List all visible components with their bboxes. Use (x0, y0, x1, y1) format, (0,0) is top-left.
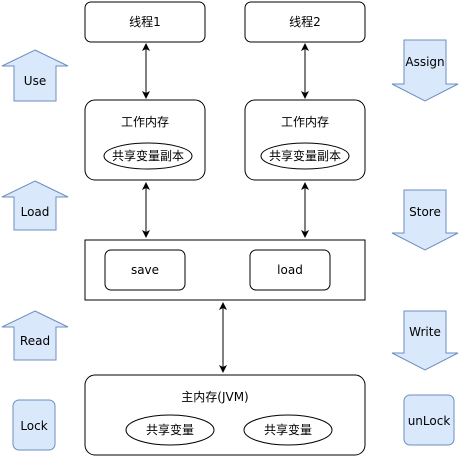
working-memory-2: 工作内存 共享变量副本 (244, 99, 366, 181)
working-memory-1-label: 工作内存 (121, 115, 169, 129)
lock-label: Lock (20, 419, 47, 433)
assign-arrow: Assign (391, 39, 459, 102)
shared-copy-2-label: 共享变量副本 (269, 148, 341, 163)
store-arrow: Store (391, 189, 459, 251)
read-arrow: Read (1, 310, 69, 361)
thread-2-box: 线程2 (244, 1, 366, 43)
shared-var-2 (243, 414, 333, 446)
shared-copy-1 (103, 142, 193, 170)
store-label: Store (409, 205, 441, 219)
write-arrow: Write (391, 310, 459, 371)
unlock-label: unLock (408, 414, 451, 428)
thread-1-box: 线程1 (84, 1, 206, 43)
assign-label: Assign (405, 55, 444, 69)
read-label: Read (20, 334, 50, 348)
working-memory-1: 工作内存 共享变量副本 (84, 99, 206, 181)
load-arrow: Load (1, 180, 69, 231)
save-box (104, 249, 186, 291)
thread-1-label: 线程1 (129, 14, 161, 29)
load-label: load (277, 263, 303, 277)
load-op-label: Load (21, 205, 50, 219)
load-box (249, 249, 331, 291)
main-memory-label: 主内存(JVM) (181, 390, 248, 404)
main-memory: 主内存(JVM) 共享变量 共享变量 (84, 374, 366, 456)
save-label: save (131, 263, 159, 277)
shared-var-1-label: 共享变量 (146, 422, 194, 437)
shared-copy-1-label: 共享变量副本 (112, 148, 184, 163)
working-memory-2-label: 工作内存 (281, 115, 329, 129)
lock-box: Lock (12, 399, 56, 451)
write-label: Write (409, 325, 441, 339)
transfer-container: save load (84, 239, 366, 301)
use-label: Use (24, 74, 46, 88)
shared-var-2-label: 共享变量 (264, 422, 312, 437)
unlock-box: unLock (403, 394, 455, 446)
use-arrow: Use (1, 49, 69, 102)
shared-var-1 (125, 414, 215, 446)
thread-2-label: 线程2 (289, 14, 321, 29)
shared-copy-2 (260, 142, 350, 170)
